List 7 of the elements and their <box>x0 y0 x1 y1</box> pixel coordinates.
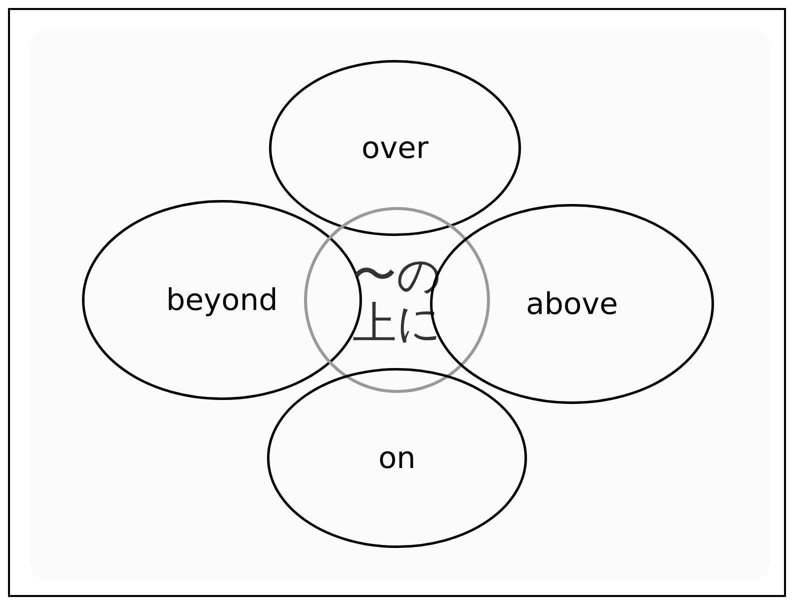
ellipse <box>269 60 521 236</box>
node-label: over <box>360 132 430 164</box>
node-label: above <box>525 288 619 320</box>
circle <box>304 207 490 393</box>
node-label: beyond <box>165 284 279 316</box>
node-label: on <box>377 442 417 474</box>
ellipse <box>267 368 527 548</box>
